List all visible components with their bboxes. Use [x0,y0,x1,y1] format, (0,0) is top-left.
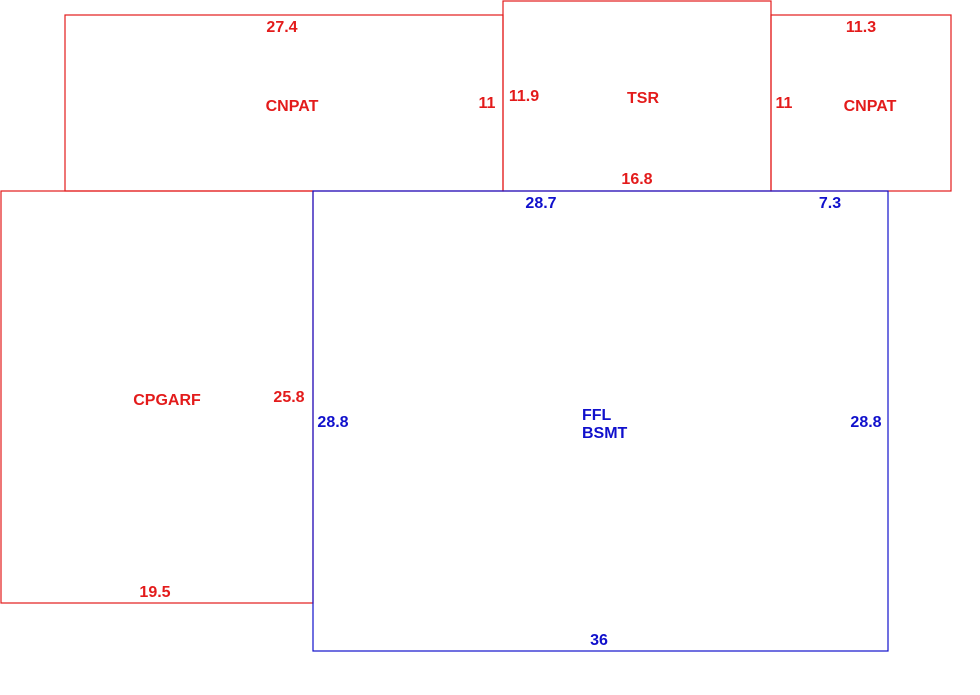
cpgarf-area-name: CPGARF [133,392,201,409]
cnpat-right-left-dimension: 11 [776,95,793,112]
ffl-bsmt-top-left-dimension: 28.7 [525,195,556,212]
tsr-area-name: TSR [627,90,659,107]
cnpat-left-area-name: CNPAT [266,98,319,115]
cnpat-right-area-name: CNPAT [844,98,897,115]
cnpat-left-top-dimension: 27.4 [266,19,297,36]
ffl-bsmt-bottom-dimension: 36 [590,632,608,649]
tsr-bottom-dimension: 16.8 [621,171,652,188]
cpgarf-bottom-dimension: 19.5 [139,584,170,601]
ffl-bsmt-right-dimension: 28.8 [850,414,881,431]
cpgarf-right-dimension: 25.8 [273,389,304,406]
cnpat-right-top-dimension: 11.3 [846,19,876,36]
ffl-bsmt-top-right-dimension: 7.3 [819,195,841,212]
ffl-bsmt-outline[interactable] [312,190,889,652]
ffl-bsmt-area-name-line2: BSMT [582,425,628,442]
cnpat-left-right-dimension: 11 [479,95,496,112]
ffl-bsmt-area-name-line1: FFL [582,407,612,424]
tsr-left-dimension: 11.9 [509,88,539,105]
ffl-bsmt-left-dimension: 28.8 [317,414,348,431]
